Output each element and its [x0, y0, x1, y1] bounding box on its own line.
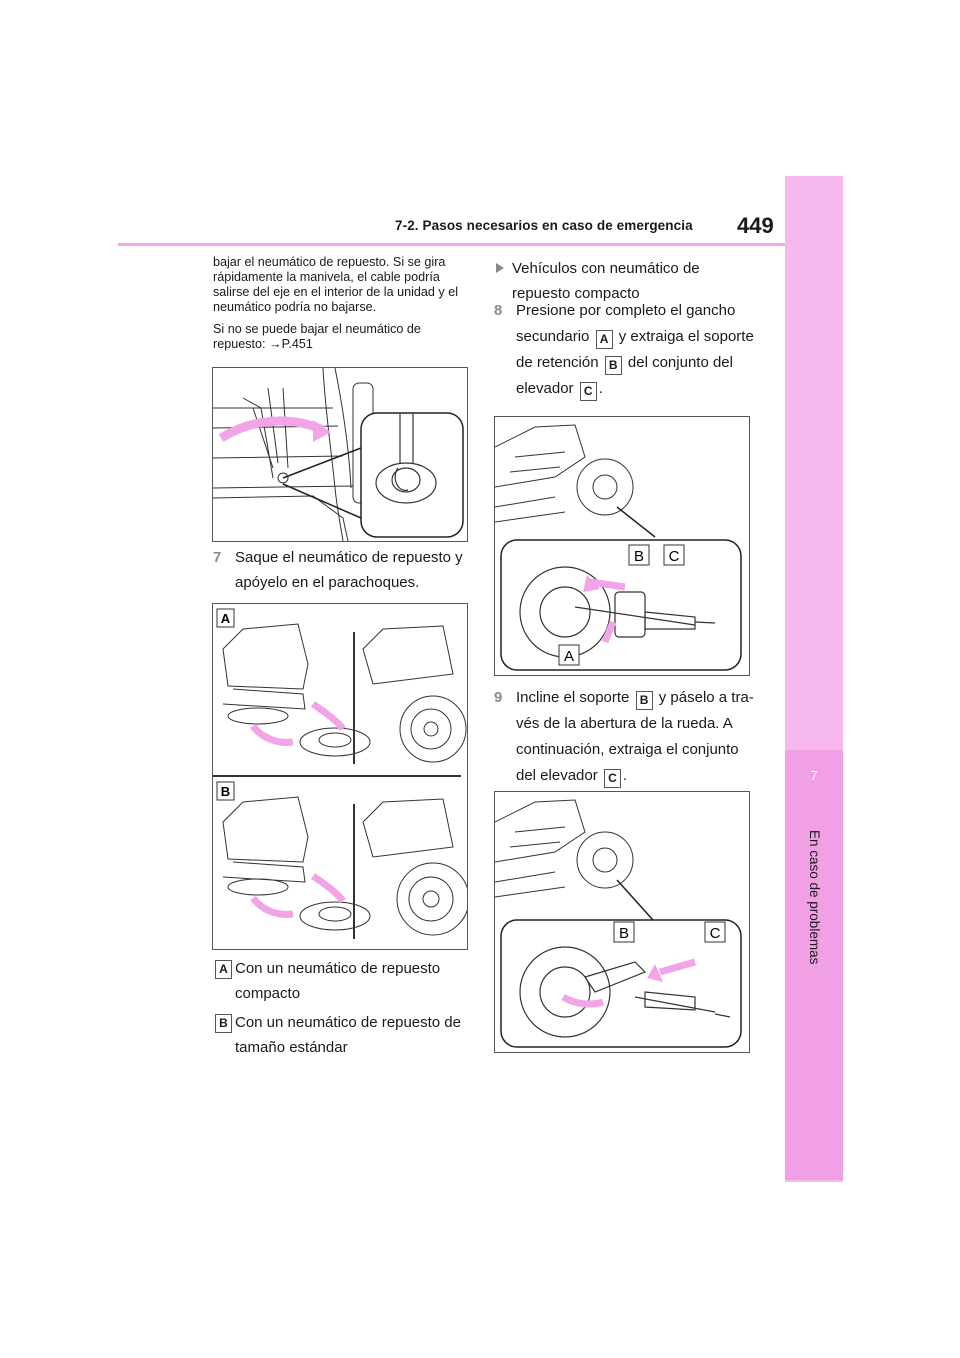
step-9-line-4a: del elevador: [516, 767, 598, 784]
bullet-line-1: Vehículos con neumático de: [512, 260, 700, 277]
caption-b-line-1: Con un neumático de repuesto de: [235, 1014, 461, 1031]
step-9: 9 Incline el soporte B y páselo a tra- v…: [494, 685, 756, 789]
fig2-label-b: B: [221, 784, 230, 799]
step-7-line-1: Saque el neumático de repuesto y: [235, 549, 463, 566]
step-9-line-3: continuación, extraiga el conjunto: [516, 741, 739, 758]
caption-a-line-2: compacto: [235, 985, 301, 1002]
paragraph-reference: Si no se puede bajar el neumático de rep…: [213, 322, 421, 351]
step-8-line-4a: elevador: [516, 380, 574, 397]
step-9-line-1a: Incline el soporte: [516, 689, 630, 706]
step-number: 8: [494, 302, 503, 319]
key-a-box: A: [215, 960, 232, 979]
section-title: 7-2. Pasos necesarios en caso de emergen…: [395, 218, 693, 233]
header-rule: [118, 243, 794, 246]
paragraph-warning: bajar el neumático de repuesto. Si se gi…: [213, 255, 459, 314]
figure-release-hook: B C A: [494, 416, 750, 676]
step-8-line-1: Presione por completo el gancho: [516, 302, 736, 319]
fig4-label-c: C: [710, 925, 721, 942]
figure-remove-spare-tire: A B: [212, 603, 470, 950]
step-8: 8 Presione por completo el gancho secund…: [494, 298, 756, 402]
step-7-line-2: apóyelo en el parachoques.: [235, 574, 420, 591]
key-a-box: A: [595, 330, 613, 349]
page-number: 449: [737, 213, 774, 238]
key-b-box: B: [635, 691, 653, 710]
fig3-label-c: C: [669, 548, 680, 565]
figure-extract-jack: B C: [494, 791, 750, 1053]
fig3-label-a: A: [564, 648, 574, 665]
step-8-line-4b: .: [598, 380, 603, 397]
key-c-box: C: [579, 382, 597, 401]
key-b-box: B: [215, 1014, 232, 1033]
step-number: 9: [494, 689, 503, 706]
fig4-label-b: B: [619, 925, 629, 942]
step-8-line-3b: del conjunto del: [627, 354, 733, 371]
bullet-line-2: repuesto compacto: [512, 285, 640, 302]
chapter-number: 7: [810, 768, 818, 783]
step-9-line-2: vés de la abertura de la rueda. A: [516, 715, 733, 732]
caption-compact: A Con un neumático de repuesto compacto: [213, 956, 473, 1006]
step-number: 7: [213, 549, 222, 566]
triangle-bullet-icon: [496, 263, 504, 273]
step-9-line-4b: .: [622, 767, 628, 784]
figure-crank-lowering: [212, 367, 468, 542]
step-9-line-1b: y páselo a tra-: [658, 689, 754, 706]
step-8-line-2a: secundario: [516, 328, 590, 345]
chapter-label: En caso de problemas: [807, 830, 822, 965]
step-8-line-2b: y extraiga el soporte: [618, 328, 754, 345]
fig3-label-b: B: [634, 548, 644, 565]
caption-standard: B Con un neumático de repuesto de tamaño…: [213, 1010, 473, 1060]
key-c-box: C: [603, 769, 621, 788]
chapter-tab-active: [785, 750, 843, 1180]
fig2-label-a: A: [221, 611, 231, 626]
step-7: 7 Saque el neumático de repuesto y apóye…: [213, 545, 475, 595]
caption-a-line-1: Con un neumático de repuesto: [235, 960, 441, 977]
bullet-compact-spare: Vehículos con neumático de repuesto comp…: [494, 256, 756, 306]
caption-b-line-2: tamaño estándar: [235, 1039, 348, 1056]
step-8-line-3a: de retención: [516, 354, 599, 371]
key-b-box: B: [604, 356, 622, 375]
